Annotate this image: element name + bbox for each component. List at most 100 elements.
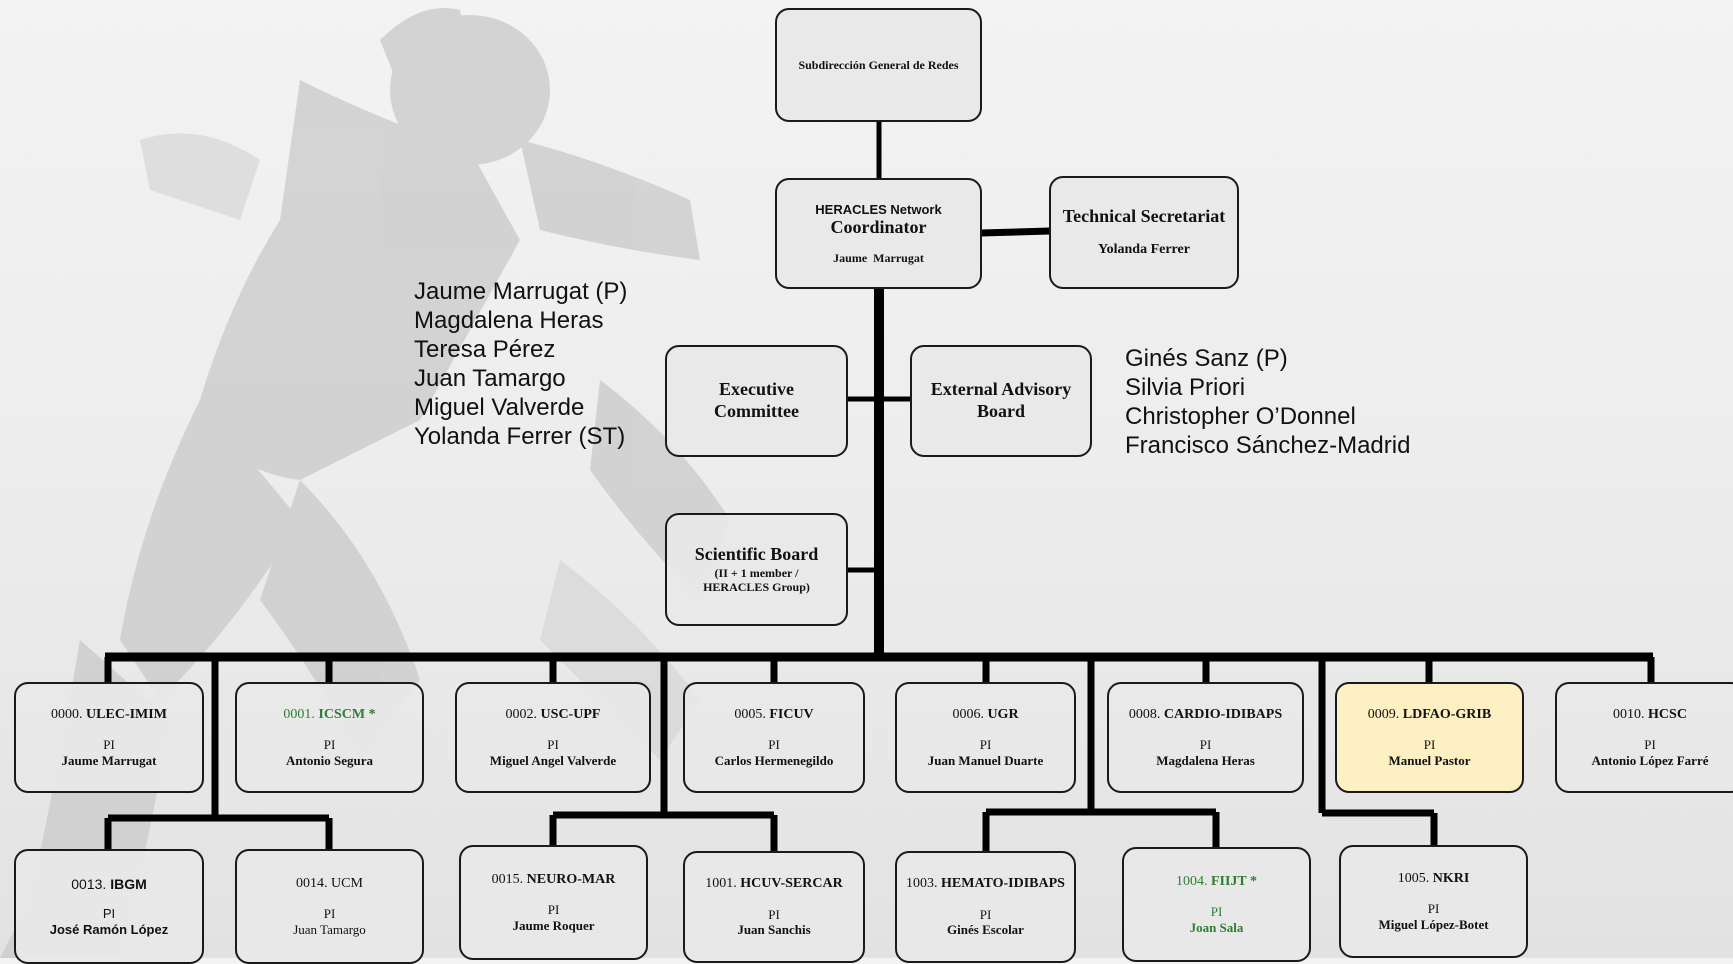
group-pi: Miguel López-Botet — [1378, 916, 1489, 932]
group-pi: Jaume Marrugat — [61, 752, 157, 768]
subdireccion-box: Subdirección General de Redes — [775, 8, 982, 122]
group-box-0010: 0010. HCSC PI Antonio López Farré — [1555, 682, 1733, 793]
group-code: 0014. — [296, 875, 328, 891]
pi-label: PI — [323, 906, 336, 922]
pi-label: PI — [979, 906, 992, 922]
group-name: USC-UPF — [540, 706, 601, 722]
group-pi: Carlos Hermenegildo — [714, 752, 834, 768]
pi-label: PI — [1427, 901, 1440, 917]
scientific-line2: (II + 1 member / — [714, 565, 799, 580]
group-name: ICSCM * — [318, 706, 376, 722]
group-pi: Joan Sala — [1189, 919, 1244, 935]
group-pi: Jaume Roquer — [512, 917, 595, 933]
group-box-1003: 1003. HEMATO-IDIBAPS PI Ginés Escolar — [895, 851, 1076, 963]
group-code: 0009. — [1367, 706, 1400, 722]
group-box-0001: 0001. ICSCM * PI Antonio Segura — [235, 682, 424, 793]
group-name: HEMATO-IDIBAPS — [941, 876, 1065, 891]
group-box-0013: 0013. IBGM PI José Ramón López — [14, 849, 204, 964]
executive-line1: Executive — [719, 379, 794, 400]
group-box-0014: 0014. UCM PI Juan Tamargo — [235, 849, 424, 964]
advisory-members-list: Ginés Sanz (P) Silvia Priori Christopher… — [1125, 344, 1410, 460]
group-code: 1001. — [705, 876, 737, 891]
group-box-0000: 0000. ULEC-IMIM PI Jaume Marrugat — [14, 682, 204, 793]
group-pi: Miguel Angel Valverde — [489, 752, 617, 768]
executive-member: Jaume Marrugat (P) — [414, 278, 628, 305]
advisory-line1: External Advisory — [930, 379, 1072, 400]
network-label: HERACLES Network — [815, 201, 942, 217]
executive-committee-box: Executive Committee — [665, 345, 848, 457]
group-name: FICUV — [769, 706, 814, 722]
group-code: 0008. — [1128, 706, 1161, 722]
group-pi: Antonio López Farré — [1591, 752, 1709, 768]
group-name: CARDIO-IDIBAPS — [1163, 706, 1283, 722]
pi-label: PI — [768, 906, 780, 922]
coordinator-person: Jaume Marrugat — [833, 250, 924, 265]
group-box-0002: 0002. USC-UPF PI Miguel Angel Valverde — [455, 682, 651, 793]
executive-member: Miguel Valverde — [414, 394, 585, 421]
group-box-1005: 1005. NKRI PI Miguel López-Botet — [1339, 845, 1528, 958]
secretariat-role: Technical Secretariat — [1062, 206, 1226, 227]
advisory-board-box: External Advisory Board — [910, 345, 1092, 457]
executive-member: Juan Tamargo — [414, 365, 566, 392]
executive-member: Yolanda Ferrer (ST) — [414, 423, 626, 450]
group-code: 0002. — [505, 706, 538, 722]
group-box-0015: 0015. NEURO-MAR PI Jaume Roquer — [459, 845, 648, 960]
secretariat-person: Yolanda Ferrer — [1098, 241, 1190, 257]
group-code: 0001. — [283, 706, 315, 722]
coordinator-role: Coordinator — [830, 217, 927, 238]
pi-label: PI — [547, 902, 560, 918]
pi-label: PI — [1644, 737, 1656, 753]
group-name: NEURO-MAR — [526, 871, 616, 887]
group-name: UCM — [331, 875, 363, 891]
group-pi: José Ramón López — [49, 921, 169, 937]
coordinator-box: HERACLES Network Coordinator Jaume Marru… — [775, 178, 982, 289]
pi-label: PI — [1199, 737, 1212, 753]
group-code: 0013. — [71, 875, 107, 892]
group-code: 1003. — [906, 876, 938, 891]
scientific-line1: Scientific Board — [694, 544, 819, 565]
group-pi: Manuel Pastor — [1388, 752, 1471, 768]
executive-line2: Committee — [714, 401, 799, 421]
group-name: HCSC — [1648, 706, 1687, 722]
group-code: 0006. — [952, 706, 984, 722]
group-code: 0010. — [1613, 706, 1645, 722]
group-pi: Juan Sanchis — [737, 922, 811, 938]
pi-label: PI — [323, 737, 336, 753]
group-code: 1005. — [1397, 870, 1430, 886]
subdireccion-label: Subdirección General de Redes — [798, 57, 959, 72]
group-pi: Juan Tamargo — [293, 921, 366, 937]
advisory-member: Ginés Sanz (P) — [1125, 345, 1288, 372]
group-code: 1004. — [1175, 873, 1208, 889]
pi-label: PI — [547, 737, 559, 753]
executive-member: Teresa Pérez — [414, 336, 556, 363]
group-box-1004: 1004. FIIJT * PI Joan Sala — [1122, 847, 1311, 962]
group-pi: Juan Manuel Duarte — [927, 752, 1044, 768]
pi-label: PI — [103, 737, 115, 753]
group-code: 0015. — [491, 871, 524, 887]
group-pi: Ginés Escolar — [947, 922, 1024, 938]
secretariat-box: Technical Secretariat Yolanda Ferrer — [1049, 176, 1239, 289]
pi-label: PI — [102, 906, 116, 922]
group-code: 0000. — [51, 706, 83, 722]
executive-members-list: Jaume Marrugat (P) Magdalena Heras Teres… — [414, 277, 627, 451]
pi-label: PI — [1423, 737, 1436, 753]
group-pi: Magdalena Heras — [1156, 752, 1255, 768]
group-box-0006: 0006. UGR PI Juan Manuel Duarte — [895, 682, 1076, 793]
group-box-1001: 1001. HCUV-SERCAR PI Juan Sanchis — [683, 851, 865, 963]
scientific-line3: HERACLES Group) — [703, 580, 810, 595]
group-name: ULEC-IMIM — [86, 706, 167, 722]
group-name: FIIJT * — [1210, 873, 1258, 889]
advisory-line2: Board — [976, 401, 1025, 421]
group-box-0005: 0005. FICUV PI Carlos Hermenegildo — [683, 682, 865, 793]
advisory-member: Silvia Priori — [1125, 374, 1246, 401]
pi-label: PI — [979, 737, 992, 753]
executive-member: Magdalena Heras — [414, 307, 604, 334]
group-name: UGR — [987, 706, 1019, 722]
advisory-member: Francisco Sánchez-Madrid — [1125, 432, 1411, 459]
group-name: IBGM — [110, 875, 147, 892]
group-code: 0005. — [734, 706, 766, 722]
scientific-board-box: Scientific Board (II + 1 member / HERACL… — [665, 513, 848, 626]
advisory-member: Christopher O’Donnel — [1125, 403, 1356, 430]
group-name: NKRI — [1432, 870, 1470, 886]
